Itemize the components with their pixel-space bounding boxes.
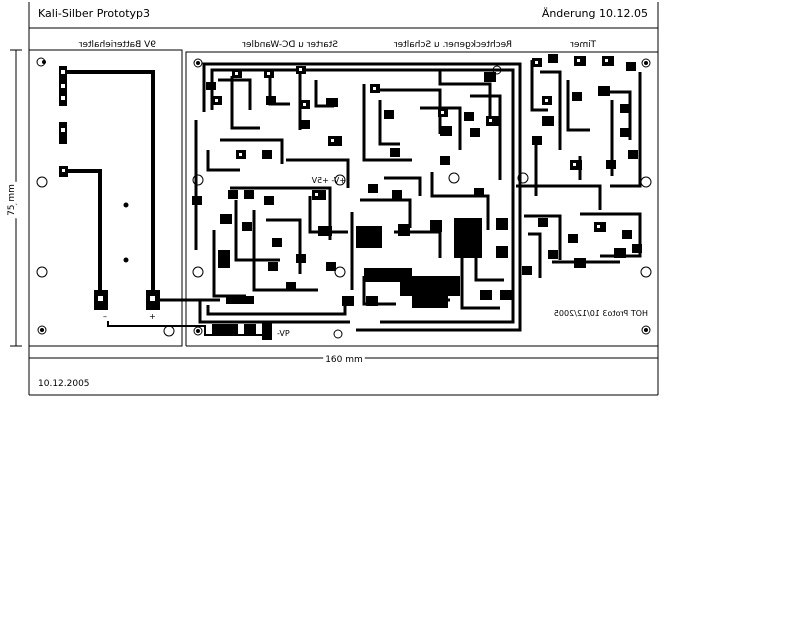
- battery-minus-label: –: [103, 312, 107, 321]
- vp-label: -VP: [277, 329, 290, 338]
- sheet-date: 10.12.2005: [38, 379, 90, 389]
- height-dimension-label: 75 mm: [7, 184, 17, 216]
- component-pads: [192, 54, 642, 340]
- board-outline: [28, 49, 659, 347]
- section-labels: 9V Batteriehalter Starter u DC-Wandler R…: [78, 40, 597, 50]
- section-label-starter: Starter u DC-Wandler: [242, 40, 338, 50]
- mounting-holes: [36, 57, 652, 339]
- title-frame: [28, 2, 659, 396]
- section-label-timer: Timer: [570, 40, 597, 50]
- height-dimension: [10, 49, 22, 347]
- battery-plus-label: +: [149, 312, 156, 321]
- width-dimension: [28, 352, 659, 364]
- voltage-label: +V- +5V: [311, 176, 346, 185]
- battery-section: [59, 66, 160, 310]
- width-dimension-label: 160 mm: [325, 355, 363, 365]
- revision-label: Änderung 10.12.05: [542, 7, 648, 20]
- section-label-battery: 9V Batteriehalter: [78, 40, 156, 50]
- section-label-rect: Rechteckgener. u Schalter: [394, 40, 512, 50]
- pad-drill-holes: [215, 59, 608, 228]
- sheet-title: Kali-Silber Prototyp3: [38, 7, 150, 20]
- board-id-label: HOT Proto3 10/12/2005: [554, 309, 648, 318]
